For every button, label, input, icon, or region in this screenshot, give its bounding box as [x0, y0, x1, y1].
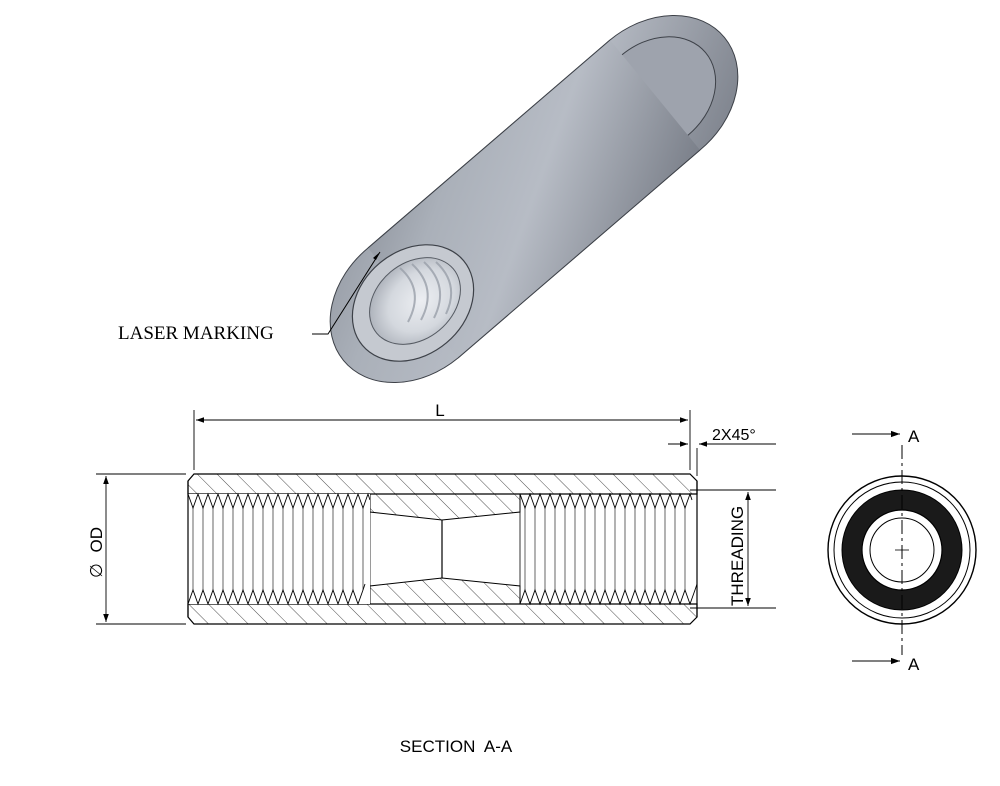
section-bottom-wall — [187, 603, 698, 625]
length-label: L — [435, 401, 444, 420]
section-mark-bottom: A — [908, 655, 920, 674]
section-arrows — [852, 430, 900, 665]
left-threads — [187, 492, 371, 606]
outer-diameter-label: ∅ OD — [87, 527, 106, 578]
dimension-outer-diameter — [96, 473, 186, 625]
dimension-length — [193, 410, 691, 470]
section-view — [187, 473, 698, 625]
section-top-wall — [187, 473, 698, 495]
section-neck-bottom — [369, 577, 521, 605]
outer-diameter-text: OD — [87, 527, 106, 553]
threading-label: THREADING — [728, 506, 747, 606]
laser-marking-leader — [312, 251, 381, 335]
end-view — [827, 445, 977, 655]
section-neck-top — [369, 493, 521, 521]
dimension-chamfer — [668, 441, 776, 476]
laser-marking-label: LASER MARKING — [118, 323, 274, 344]
section-title: SECTION A-A — [400, 737, 513, 756]
section-mark-top: A — [908, 427, 920, 446]
diameter-symbol: ∅ — [87, 563, 106, 578]
bore-thread-lines — [399, 261, 453, 323]
right-threads — [519, 492, 698, 606]
dimension-threading — [690, 489, 776, 609]
isometric-coupling-view: LASER MARKING — [118, 14, 739, 384]
chamfer-label: 2X45° — [712, 427, 756, 444]
